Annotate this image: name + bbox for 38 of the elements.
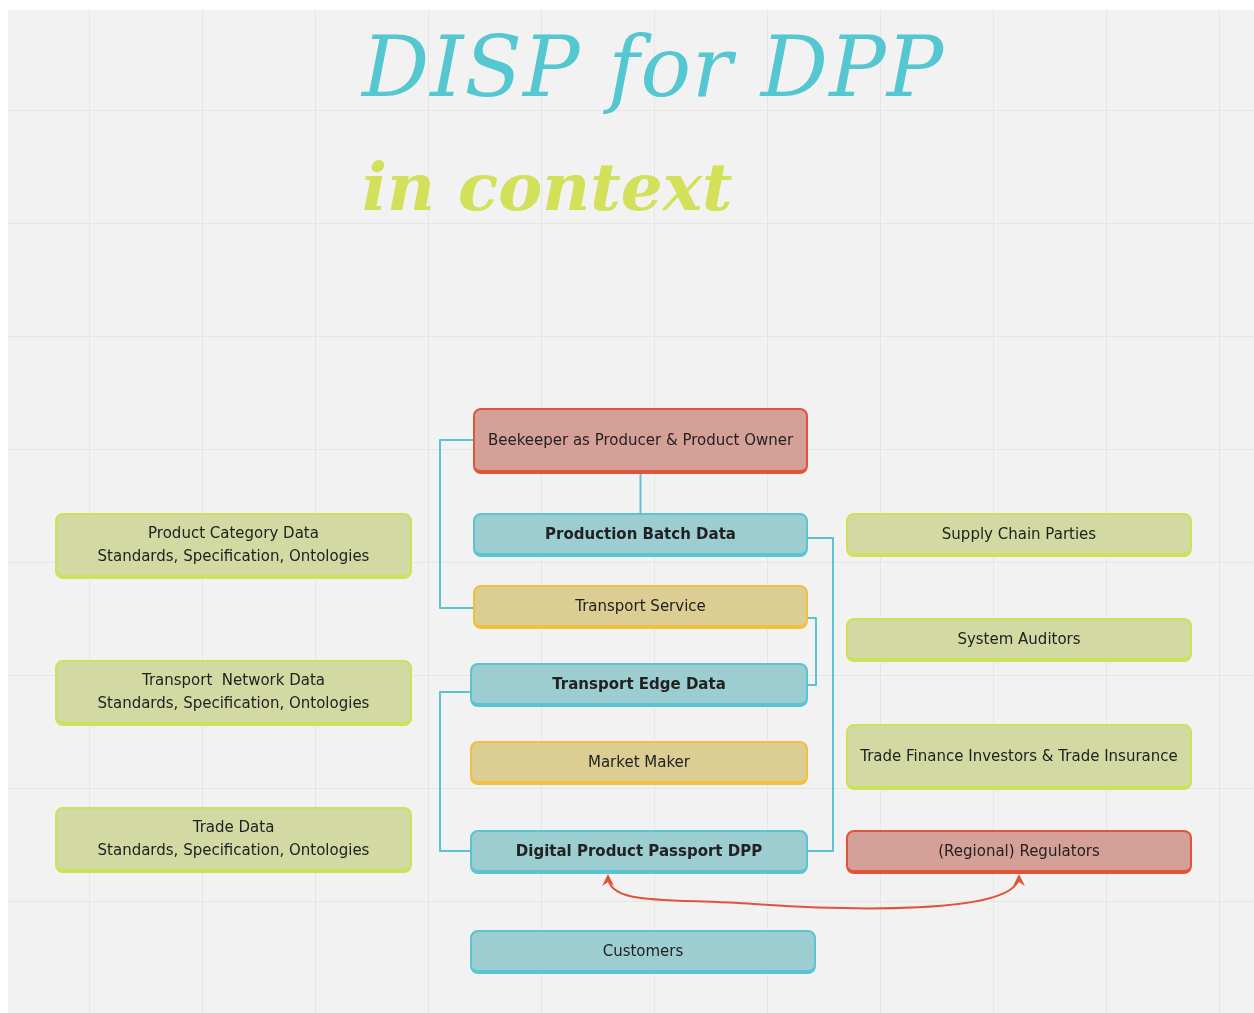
box-label: Trade Finance Investors & Trade Insurance xyxy=(860,745,1178,767)
process-box xyxy=(473,408,808,474)
title: DISP for DPP xyxy=(362,18,945,116)
box-label: Production Batch Data xyxy=(545,523,736,545)
process-box xyxy=(470,930,816,974)
process-box xyxy=(846,513,1192,557)
box-label: Standards, Specification, Ontologies xyxy=(97,840,370,861)
box-label: Digital Product Passport DPP xyxy=(515,840,763,862)
box-label: Standards, Specification, Ontologies xyxy=(97,546,370,567)
box-label: Transport Network Data xyxy=(141,670,326,691)
box-label: Supply Chain Parties xyxy=(941,523,1097,545)
box-label: Transport Edge Data xyxy=(552,673,726,695)
connector-line xyxy=(439,439,474,609)
box-label: Customers xyxy=(602,940,684,962)
connector-line xyxy=(807,537,834,852)
process-box xyxy=(470,741,808,785)
box-label: Transport Service xyxy=(575,595,706,617)
process-box xyxy=(470,830,808,874)
connector-line xyxy=(639,473,642,514)
box-label: Beekeeper as Producer & Product Owner xyxy=(487,429,794,451)
process-box xyxy=(846,830,1192,874)
process-box xyxy=(846,724,1192,790)
box-label: Trade Data xyxy=(192,817,275,838)
process-box xyxy=(470,663,808,707)
process-box xyxy=(473,513,808,557)
box-label: (Regional) Regulators xyxy=(938,840,1100,862)
process-box xyxy=(846,618,1192,662)
box-label: Standards, Specification, Ontologies xyxy=(97,693,370,714)
box-label: Product Category Data xyxy=(148,523,319,544)
subtitle: in context xyxy=(362,148,733,226)
connector-line xyxy=(439,691,471,852)
process-box xyxy=(55,807,412,873)
box-label: Market Maker xyxy=(588,751,690,773)
connector-line xyxy=(807,617,817,686)
process-box xyxy=(473,585,808,629)
process-box xyxy=(55,660,412,726)
box-label: System Auditors xyxy=(957,628,1081,650)
process-box xyxy=(55,513,412,579)
